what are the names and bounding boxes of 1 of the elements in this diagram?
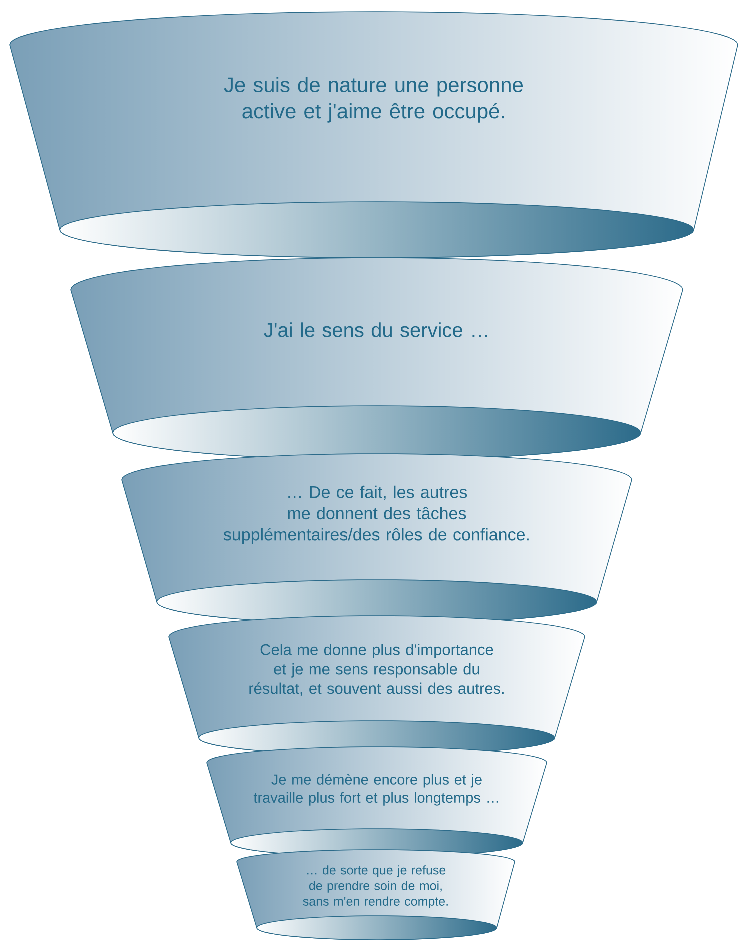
funnel-band: Je suis de nature une personne active et j'aime être occupé.: [10, 12, 738, 258]
